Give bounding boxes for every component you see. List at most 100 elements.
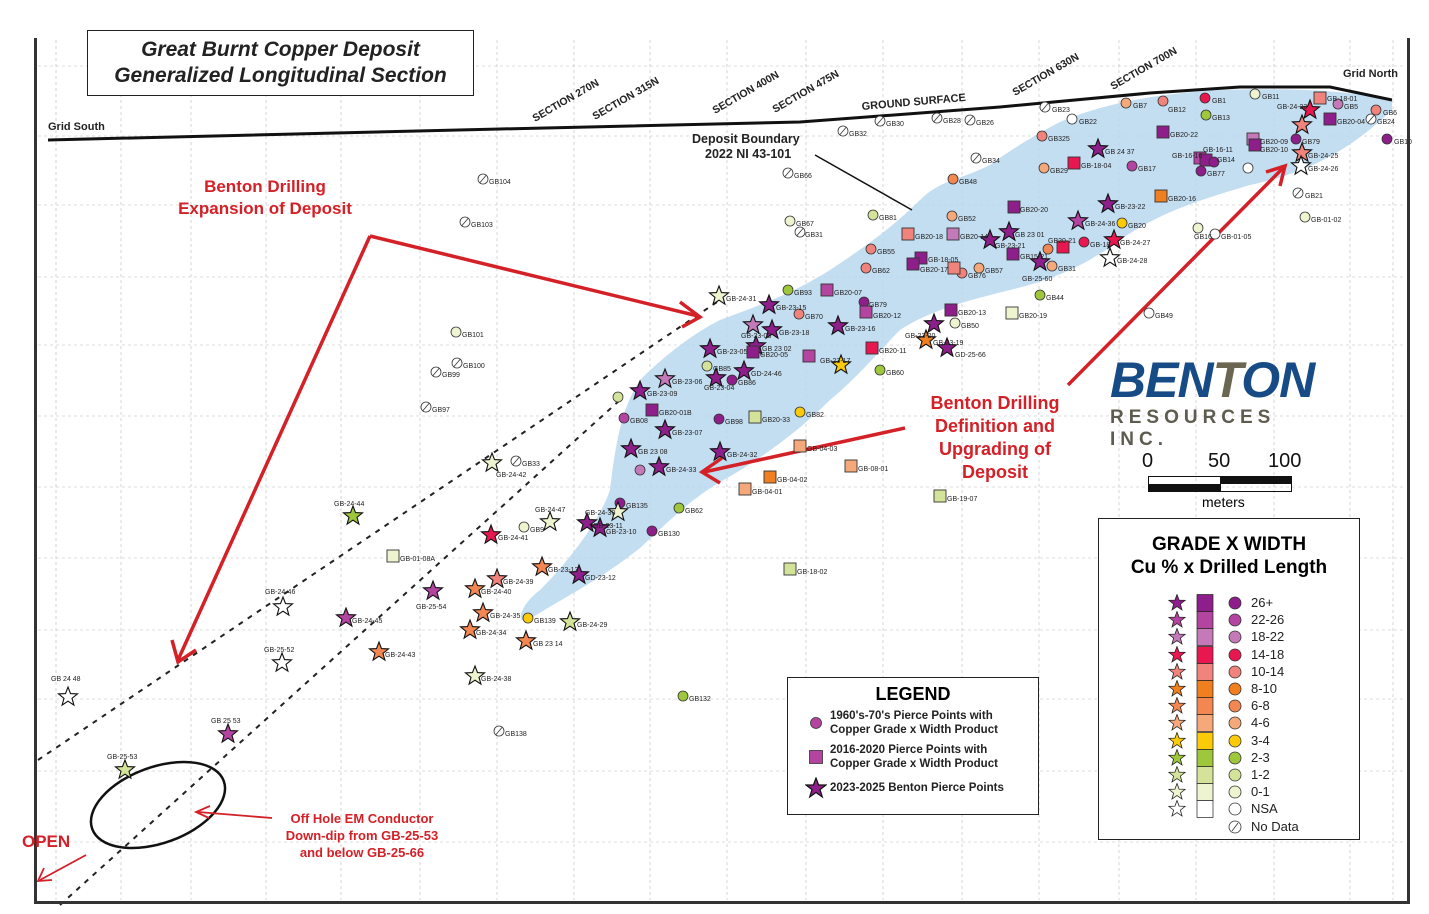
scale-tick-0: 0 xyxy=(1142,450,1154,472)
hole-label: GB32 xyxy=(849,131,867,138)
pierce-point-circle xyxy=(1370,104,1382,116)
pierce-point-square xyxy=(1006,247,1020,261)
hole-label: GB-24-32 xyxy=(727,452,757,459)
pierce-point-circle xyxy=(1036,130,1048,142)
benton-pierce-point-star xyxy=(979,228,1001,250)
pierce-point-circle xyxy=(1332,98,1344,110)
pierce-point-circle xyxy=(673,502,685,514)
hole-label: GB130 xyxy=(658,531,680,538)
grade-circle-icon xyxy=(1228,716,1242,730)
hole-label: GB-18-04 xyxy=(1081,163,1111,170)
arrowhead-expansion-right xyxy=(678,300,704,329)
benton-pierce-point-star xyxy=(1290,154,1312,176)
pierce-point-circle xyxy=(1042,243,1054,255)
hole-label: GB-19-07 xyxy=(947,496,977,503)
benton-pierce-point-star xyxy=(1097,192,1119,214)
pierce-point-square xyxy=(645,403,659,417)
hole-label: GB104 xyxy=(489,179,511,186)
hole-label: GB20-33 xyxy=(762,417,790,424)
benton-pierce-point-star xyxy=(576,511,598,533)
hole-label: GB20-16 xyxy=(1168,196,1196,203)
hole-label: GB1 xyxy=(1212,98,1226,105)
pierce-point-circle xyxy=(522,612,534,624)
logo-subtitle: RESOURCES INC. xyxy=(1110,407,1276,450)
hole-label: GB138 xyxy=(505,731,527,738)
no-data-slash xyxy=(453,359,461,367)
grade-star-icon xyxy=(1167,697,1187,715)
no-data-slash xyxy=(972,154,980,162)
grade-class-row: 18-22 xyxy=(1099,628,1359,647)
grade-circle-icon xyxy=(1228,665,1242,679)
benton-pierce-point-star xyxy=(335,606,357,628)
dip-line-lower xyxy=(59,399,621,906)
grade-circle-icon xyxy=(1228,648,1242,661)
grade-square-icon xyxy=(1196,645,1214,664)
pierce-point-circle xyxy=(518,521,530,533)
pierce-point-circle xyxy=(1038,162,1050,174)
pierce-point-circle xyxy=(949,317,961,329)
hole-label: GB-23-03 xyxy=(741,333,771,340)
pierce-point-circle xyxy=(726,374,738,386)
hole-label: GB-24-40 xyxy=(481,589,511,596)
hole-label: GB79 xyxy=(869,302,887,309)
pierce-point-square xyxy=(944,303,958,317)
hole-label: GB12 xyxy=(1168,107,1186,114)
grade-class-label: 26+ xyxy=(1251,595,1274,610)
hole-label: GB86 xyxy=(738,380,756,387)
no-data-slash-icon xyxy=(1231,822,1239,831)
pierce-point-square xyxy=(865,341,879,355)
title-line1: Great Burnt Copper Deposit xyxy=(141,38,420,61)
hole-label: GB21 xyxy=(1305,193,1323,200)
legend-square-label2: Copper Grade x Width Product xyxy=(830,758,998,770)
no-data-slash xyxy=(495,727,503,735)
hole-label: GB-25-53 xyxy=(107,754,137,761)
hole-label: GB-24-31 xyxy=(726,296,756,303)
grade-circle-icon xyxy=(1228,802,1242,816)
definition-line2: Definition and xyxy=(935,416,1055,436)
benton-logo: BENTON RESOURCES INC. xyxy=(1110,355,1340,451)
hole-label: GB-23-09 xyxy=(647,391,677,398)
hole-label: GB-24-30 xyxy=(585,510,615,517)
arrow-definition-up xyxy=(1066,166,1285,387)
benton-pierce-point-star xyxy=(742,313,764,335)
scale-bar-graphic xyxy=(1148,476,1292,492)
pierce-point-square xyxy=(738,482,752,496)
hole-label: GB67 xyxy=(796,221,814,228)
hole-label: GB-18 xyxy=(1090,242,1110,249)
pierce-point-square xyxy=(1323,112,1337,126)
pierce-point-square xyxy=(746,345,760,359)
grade-class-label: 2-3 xyxy=(1251,749,1270,765)
hole-label: GB31 xyxy=(805,232,823,239)
map-frame xyxy=(34,38,1410,904)
hole-label: GB-24-47 xyxy=(535,507,565,514)
benton-pierce-point-star xyxy=(217,722,239,744)
hole-label: GB-24-28 xyxy=(1117,258,1147,265)
pierce-point-circle xyxy=(1046,260,1058,272)
hole-label: GB 23 02 xyxy=(762,346,792,353)
conductor-annotation: Off Hole EM Conductor Down-dip from GB-2… xyxy=(262,810,462,861)
grade-star-icon xyxy=(1167,800,1187,818)
definition-line3: Upgrading of xyxy=(939,439,1051,459)
hole-label: GB 23 01 xyxy=(1015,232,1045,239)
hole-label: GB-23-16 xyxy=(845,326,875,333)
pierce-point-square xyxy=(1007,200,1021,214)
hole-label: GB-23-06 xyxy=(672,379,702,386)
hole-label: GB-24-41 xyxy=(498,535,528,542)
hole-label: GB-23-10 xyxy=(606,529,636,536)
expansion-line2: Expansion of Deposit xyxy=(178,199,352,218)
definition-line4: Deposit xyxy=(961,462,1028,482)
benton-pierce-point-star xyxy=(620,437,642,459)
pierce-point-circle xyxy=(784,215,796,227)
grade-square-icon xyxy=(1196,731,1214,750)
conductor-line2: Down-dip from GB-25-53 xyxy=(285,828,439,843)
grade-class-label: 6-8 xyxy=(1251,698,1270,714)
grade-star-icon xyxy=(1167,594,1187,611)
hole-label: GB15-21 xyxy=(1020,254,1048,261)
grade-square-icon xyxy=(1196,748,1214,767)
no-data-slash xyxy=(966,116,974,124)
pierce-point-square xyxy=(1248,138,1262,152)
grade-title2: Cu % x Drilled Length xyxy=(1130,557,1328,578)
benton-pierce-point-star xyxy=(654,418,676,440)
